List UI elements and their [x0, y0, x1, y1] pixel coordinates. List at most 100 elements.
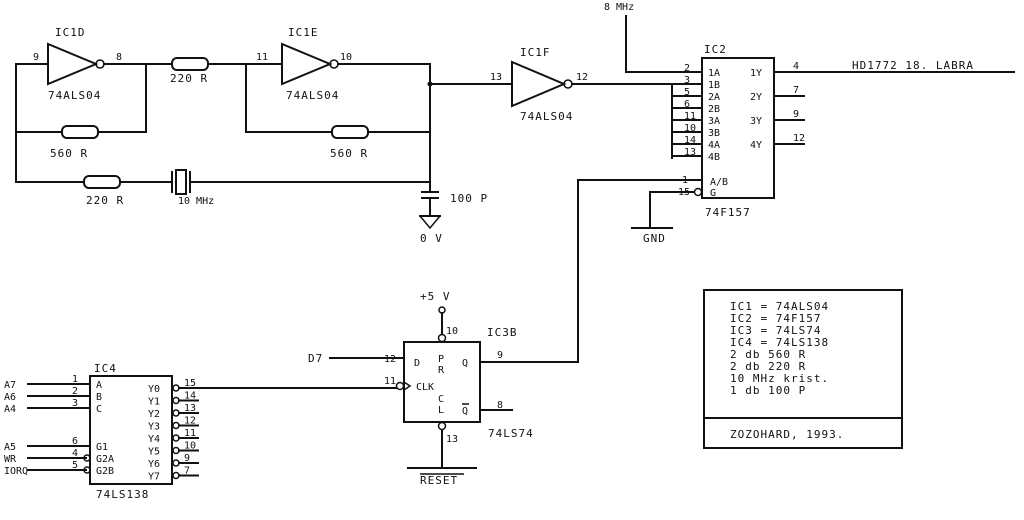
vcc-label: +5 V: [420, 290, 451, 303]
reset-label: RESET: [420, 474, 458, 487]
ic2-output-label: 3Y: [750, 116, 762, 127]
ic3b-d-label: D: [414, 358, 420, 369]
ic1d-type: 74ALS04: [48, 89, 101, 102]
ic4-input-label: C: [96, 404, 102, 415]
ic2-output-pin: 12: [793, 133, 805, 144]
ic4-input-label: A: [96, 380, 102, 391]
ic2-gate-label: G: [710, 188, 716, 199]
ic3b-cl-label: C: [438, 394, 444, 405]
hd1772-label: HD1772 18. LABRA: [852, 59, 974, 72]
ic3b-clk-label: CLK: [416, 382, 434, 393]
ic1f-type: 74ALS04: [520, 110, 573, 123]
ic1f-name: IC1F: [520, 46, 551, 59]
ic2-input-label: 4A: [708, 140, 720, 151]
resistor-560-a-label: 560 R: [50, 147, 88, 160]
d7-label: D7: [308, 352, 323, 365]
ic4-output-pin: 10: [184, 441, 196, 452]
ic2-input-pin: 11: [684, 111, 696, 122]
ic4-output-label: Y1: [148, 397, 160, 408]
ic4-input-label: G2A: [96, 454, 114, 465]
ic2-input-label: 4B: [708, 152, 720, 163]
ic2-input-label: 2A: [708, 92, 720, 103]
crystal-label: 10 MHz: [178, 196, 214, 207]
ic3b-cl-label2: L: [438, 405, 444, 416]
parts-list-line: IC4 = 74LS138: [730, 336, 829, 349]
resistor-560-b-label: 560 R: [330, 147, 368, 160]
ic4-output-pin: 12: [184, 416, 196, 427]
ic1f-pin-in: 13: [490, 72, 502, 83]
capacitor-100p: 100 P: [421, 191, 487, 217]
inverter-ic1f: IC1F 74ALS04 13 12: [490, 46, 588, 123]
parts-list-line: IC2 = 74F157: [730, 312, 821, 325]
clock-8mhz-label: 8 MHz: [604, 2, 634, 13]
ic4-input-bubble: [83, 454, 91, 462]
ic2-input-pin: 5: [684, 87, 690, 98]
ic3b-pr-label: P: [438, 354, 444, 365]
parts-list-line: 2 db 560 R: [730, 348, 806, 361]
ic1e-type: 74ALS04: [286, 89, 339, 102]
ic4-output-label: Y3: [148, 422, 160, 433]
ic4-input-pin: 1: [72, 374, 78, 385]
ic4-output-label: Y2: [148, 409, 160, 420]
oscillator-section: IC1D 74ALS04 9 8 560 R 220 R IC1E 74ALS0…: [15, 26, 513, 245]
parts-list-line: IC3 = 74LS74: [730, 324, 821, 337]
ic1e-pin-out: 10: [340, 52, 352, 63]
ic4-output-pin: 11: [184, 428, 196, 439]
ic4-input-pin: 6: [72, 436, 78, 447]
ic4-output-pin: 14: [184, 391, 196, 402]
crystal-10mhz: 10 MHz: [171, 169, 214, 207]
ic3b-name: IC3B: [487, 326, 518, 339]
ic3b-pr-label2: R: [438, 365, 445, 376]
ic1f-pin-out: 12: [576, 72, 588, 83]
ic3b-clk-pin: 11: [384, 376, 396, 387]
ic4-output-pin: 13: [184, 403, 196, 414]
credit-text: ZOZOHARD, 1993.: [730, 428, 844, 441]
ic2-input-pin: 10: [684, 123, 696, 134]
ic3b-q-pin: 9: [497, 350, 503, 361]
ic2-output-pin: 7: [793, 85, 799, 96]
resistor-220-b: 220 R: [83, 175, 123, 207]
ic2-type: 74F157: [705, 206, 751, 219]
resistor-220-a: 220 R: [170, 57, 209, 85]
ic4-input-label: G2B: [96, 466, 114, 477]
ic2-input-label: 1A: [708, 68, 720, 79]
ic4-output-label: Y7: [148, 472, 160, 483]
ic1d-pin-in: 9: [33, 52, 39, 63]
inverter-ic1e: IC1E 74ALS04 11 10: [256, 26, 352, 102]
ic4-input-pin: 5: [72, 460, 78, 471]
ic4-output-label: Y5: [148, 447, 160, 458]
ic4-name: IC4: [94, 362, 117, 375]
ground-gnd: GND: [631, 227, 673, 245]
ic3b-clr-pin: 13: [446, 434, 458, 445]
chip-ic2: IC2 74F157 1A21B32A52B63A113B104A144B13 …: [671, 43, 805, 219]
ic4-type: 74LS138: [96, 488, 149, 501]
ic4-input-label: B: [96, 392, 102, 403]
clock-8mhz-net: 8 MHz: [604, 2, 703, 73]
ic2-input-pin: 2: [684, 63, 690, 74]
ic2-output-pin: 4: [793, 61, 799, 72]
ic1e-name: IC1E: [288, 26, 319, 39]
ic2-input-pin: 13: [684, 147, 696, 158]
ic3b-d-pin: 12: [384, 354, 396, 365]
ic1e-pin-in: 11: [256, 52, 268, 63]
ic4-input-net: A7: [4, 380, 16, 391]
ic4-input-net: IORQ: [4, 466, 28, 477]
ic4-input-net: WR: [4, 454, 17, 465]
chip-ic4: IC4 74LS138 A1A7B2A6C3A4G16A5G2A4WRG2B5I…: [4, 362, 199, 501]
parts-list-line: IC1 = 74ALS04: [730, 300, 829, 313]
ic2-output-label: 2Y: [750, 92, 762, 103]
ic2-name: IC2: [704, 43, 727, 56]
ic4-input-pin: 2: [72, 386, 78, 397]
ic3b-type: 74LS74: [488, 427, 534, 440]
parts-list-line: 2 db 220 R: [730, 360, 806, 373]
ground-0v-label: 0 V: [420, 232, 443, 245]
ic4-input-pin: 4: [72, 448, 78, 459]
ic2-input-pin: 6: [684, 99, 690, 110]
ground-symbol-0v: 0 V: [419, 215, 443, 245]
resistor-220-a-label: 220 R: [170, 72, 208, 85]
